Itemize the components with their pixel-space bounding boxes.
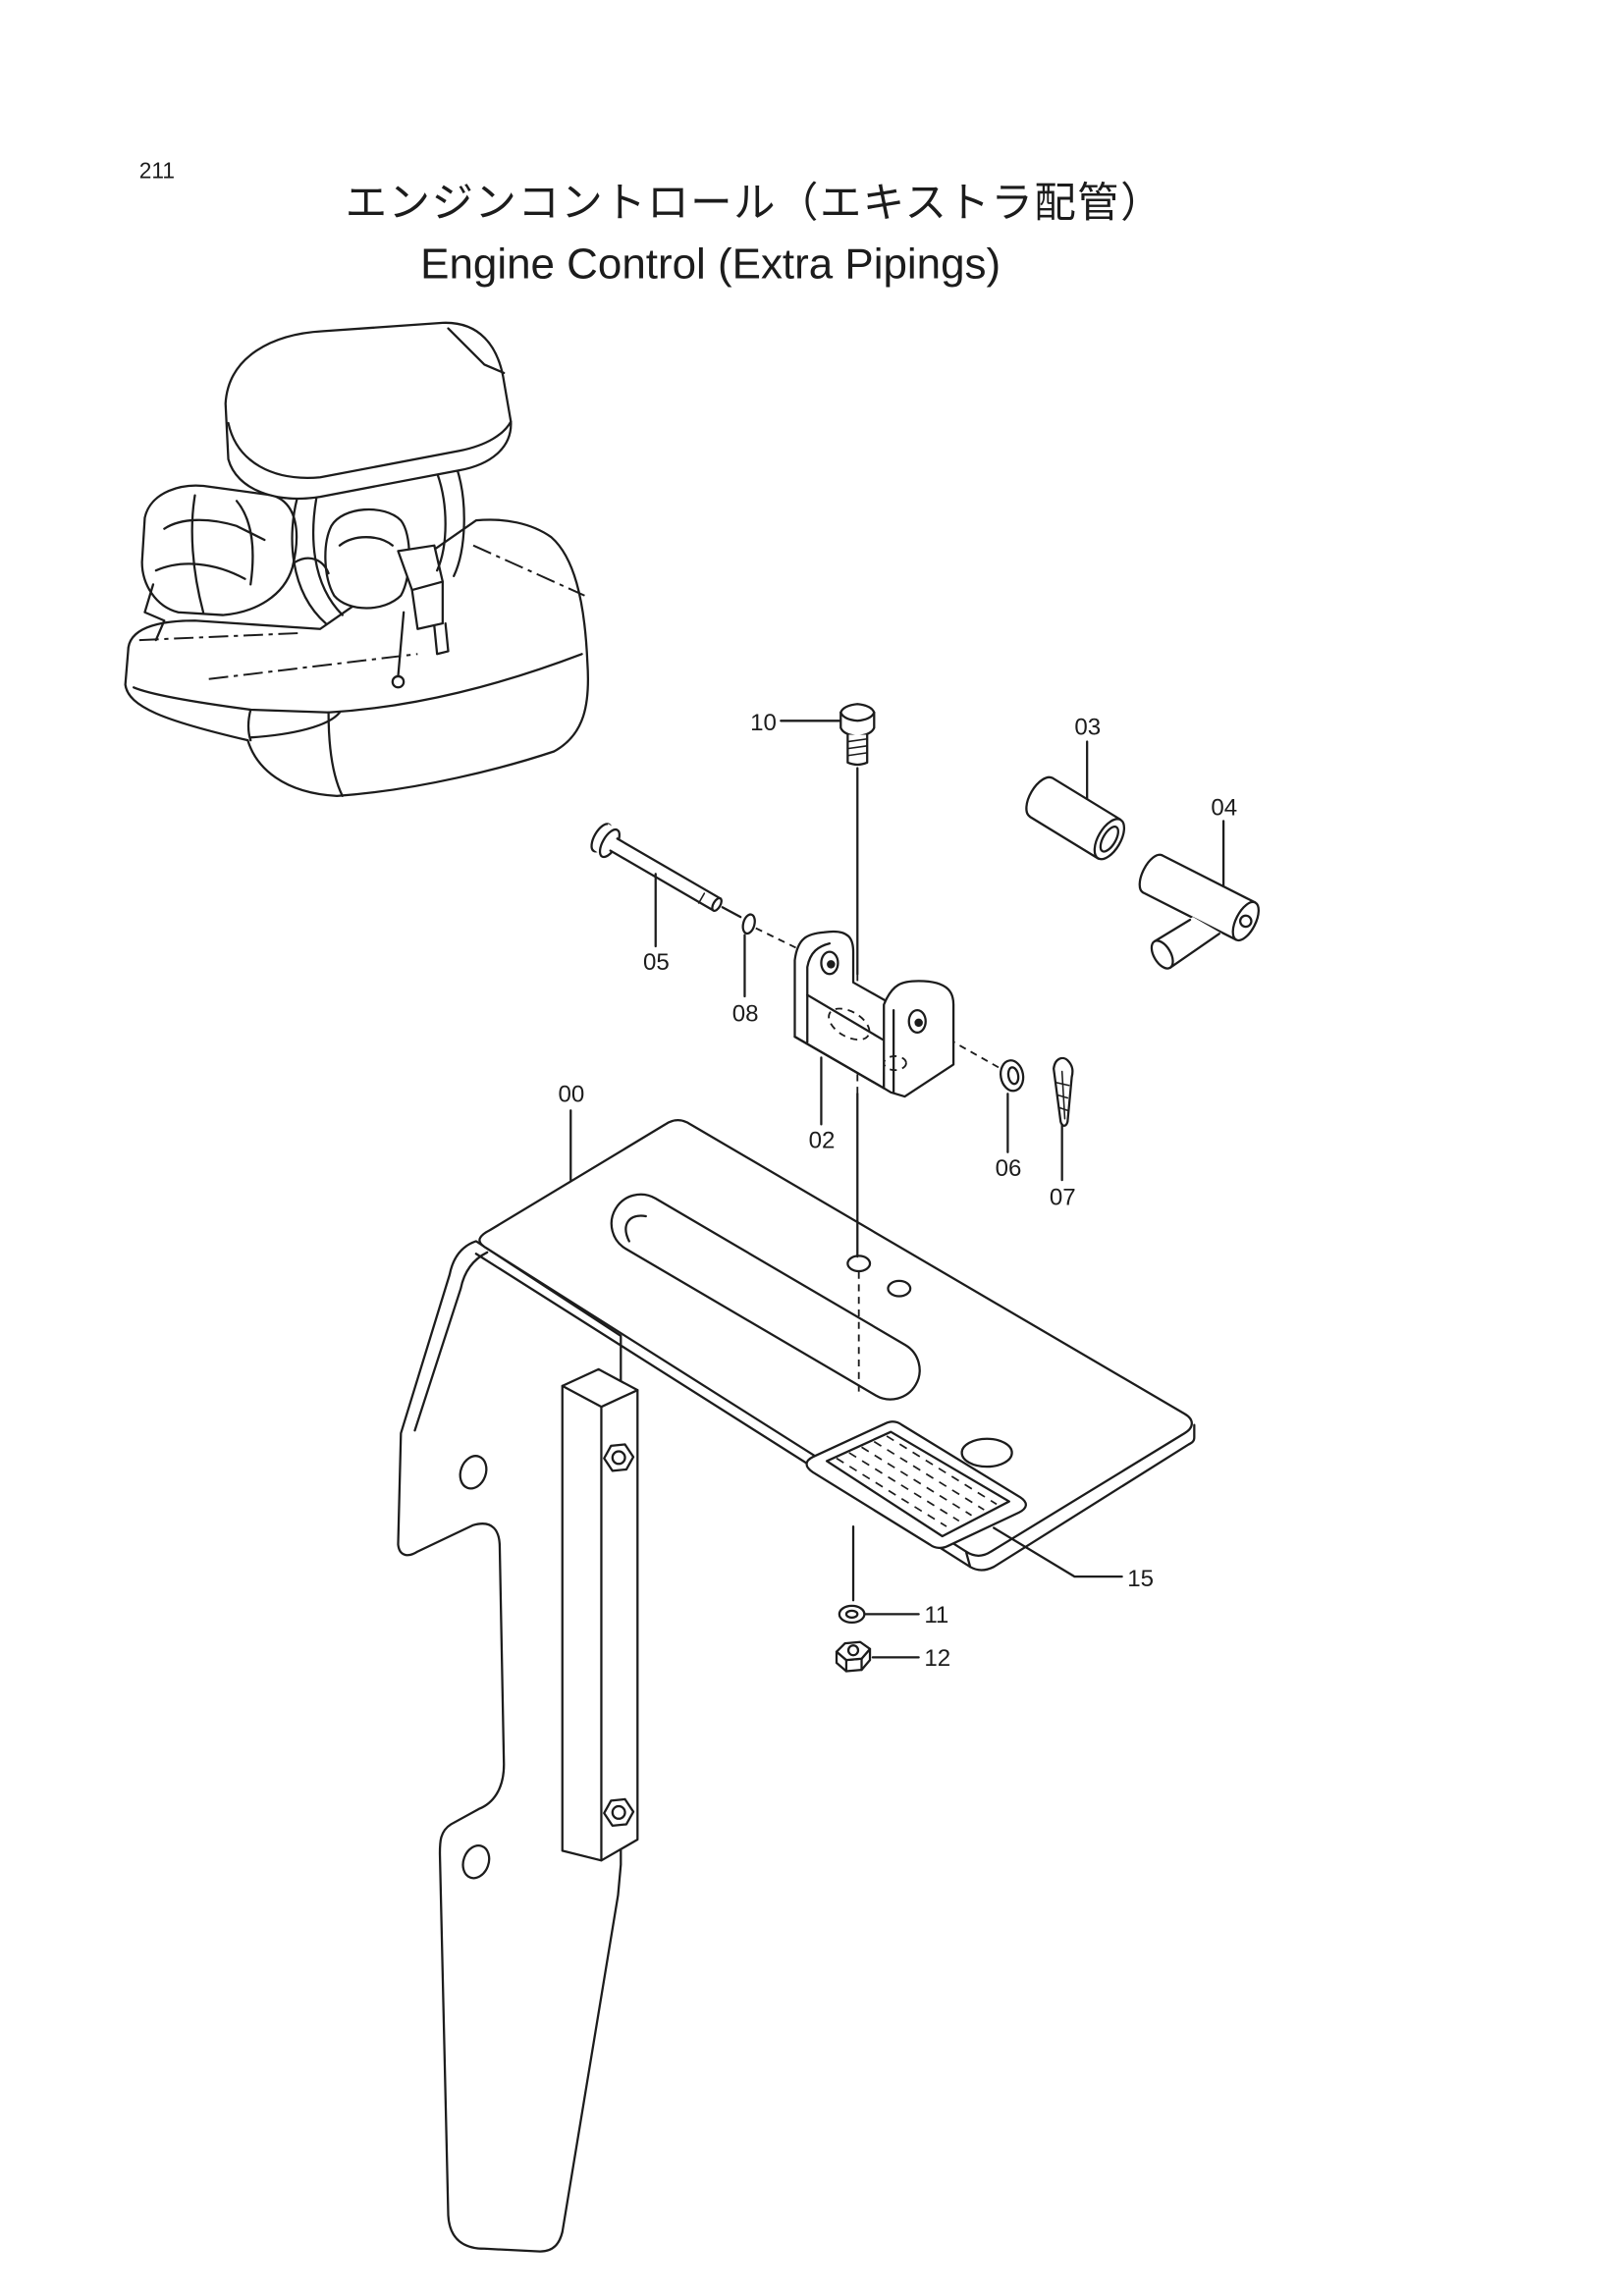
plate-hole-large [960, 1437, 1013, 1468]
plate-slot [610, 1193, 921, 1401]
part-03-sleeve [1025, 775, 1126, 861]
callout-05: 05 [643, 949, 670, 976]
part-10-bolt [839, 703, 876, 767]
machine-body [124, 518, 590, 797]
part-02-u-bracket [793, 930, 955, 1098]
callout-10: 10 [750, 710, 777, 736]
callout-07: 07 [1050, 1185, 1076, 1211]
callout-12: 12 [924, 1645, 950, 1672]
part-15-pad [805, 1420, 1027, 1550]
flange-hole-lower [461, 1844, 491, 1880]
plate-hole-small [887, 1279, 912, 1298]
part-04-cross-pin [1138, 853, 1260, 970]
callout-11: 11 [924, 1602, 948, 1629]
title-english: Engine Control (Extra Pipings) [420, 240, 1001, 289]
page-number: 211 [139, 157, 175, 183]
part-00-bracket [397, 1119, 1196, 2253]
bracket-strip [561, 1367, 639, 1862]
part-06-washer [1000, 1059, 1025, 1093]
callout-08: 08 [732, 1001, 759, 1028]
flange-hole-upper [459, 1455, 488, 1490]
strip-nut-lower [603, 1797, 635, 1827]
operator-seat [324, 507, 410, 610]
title-japanese: エンジンコントロール（エキストラ配管） [346, 180, 1163, 228]
callout-labels: 10 03 04 05 08 00 02 06 07 15 11 12 [559, 710, 1238, 1672]
part-07-cotter-pin [1053, 1056, 1074, 1127]
callout-00: 00 [559, 1082, 585, 1108]
callout-06: 06 [996, 1155, 1022, 1182]
callout-15: 15 [1127, 1566, 1154, 1592]
plate-hole-bolt [846, 1255, 872, 1273]
part-08-ring [741, 913, 756, 935]
machine-overview-illustration [124, 321, 590, 797]
part-12-nut [835, 1640, 872, 1673]
callout-03: 03 [1074, 714, 1101, 740]
part-05-long-pin [590, 823, 723, 912]
leader-lines [569, 720, 1225, 1659]
part-11-washer [838, 1604, 866, 1625]
engine-cluster [140, 484, 298, 616]
strip-nut-upper [603, 1443, 635, 1472]
callout-02: 02 [809, 1128, 836, 1154]
callout-04: 04 [1211, 795, 1237, 822]
